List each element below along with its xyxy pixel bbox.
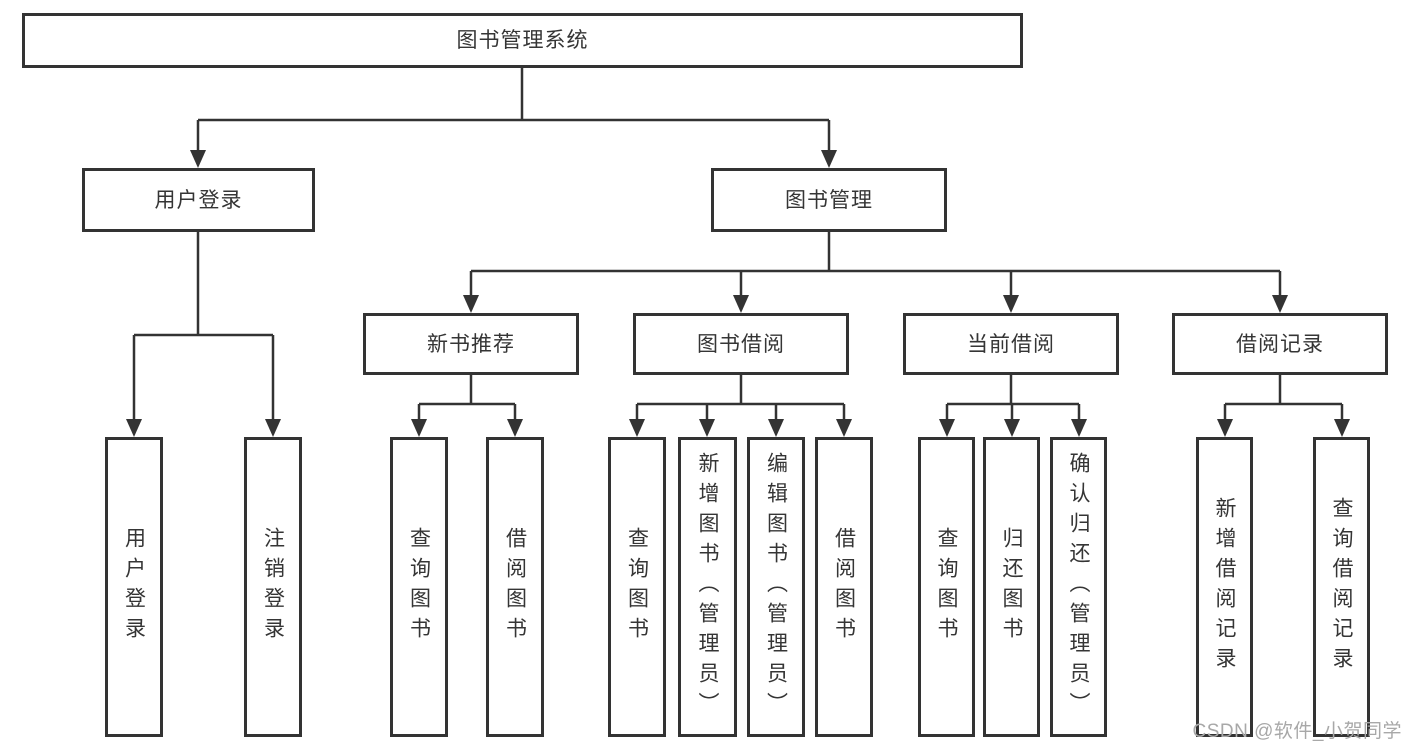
- arrowhead: [265, 419, 281, 437]
- node-label: 借阅图书: [503, 527, 527, 647]
- arrowhead: [836, 419, 852, 437]
- node-label: 借阅记录: [1236, 332, 1324, 356]
- connector-management-to-level3: [469, 232, 1282, 296]
- node-label: 用户登录: [154, 188, 243, 212]
- connector-recommend-to-leaves: [417, 375, 517, 420]
- node-book-borrowing: 图书借阅: [633, 313, 849, 375]
- connector-current-to-leaves: [945, 375, 1081, 420]
- arrowhead: [190, 150, 206, 168]
- node-borrowing-records: 借阅记录: [1172, 313, 1388, 375]
- node-label: 新增图书（管理员）: [696, 452, 719, 722]
- node-label: 查询图书: [935, 527, 958, 647]
- arrowhead: [1003, 295, 1019, 313]
- arrowhead: [733, 295, 749, 313]
- arrowhead: [126, 419, 142, 437]
- node-label: 新书推荐: [427, 332, 515, 356]
- node-label: 归还图书: [1000, 527, 1023, 647]
- arrowhead: [1071, 419, 1087, 437]
- leaf-return-books: 归还图书: [983, 437, 1040, 737]
- leaf-query-borrow-record: 查询借阅记录: [1313, 437, 1370, 737]
- node-label: 查询图书: [407, 527, 431, 647]
- node-label: 查询图书: [625, 527, 649, 647]
- leaf-confirm-return-admin: 确认归还（管理员）: [1050, 437, 1107, 737]
- leaf-add-books-admin: 新增图书（管理员）: [678, 437, 737, 737]
- node-book-management: 图书管理: [711, 168, 947, 232]
- arrowhead: [1217, 419, 1233, 437]
- connector-records-to-leaves: [1223, 375, 1344, 420]
- leaf-add-borrow-record: 新增借阅记录: [1196, 437, 1253, 737]
- leaf-query-books-borrow: 查询图书: [608, 437, 666, 737]
- node-label: 图书管理系统: [456, 29, 589, 52]
- node-user-login: 用户登录: [82, 168, 315, 232]
- node-label: 编辑图书（管理员）: [764, 452, 788, 722]
- arrowhead: [1272, 295, 1288, 313]
- arrowhead: [411, 419, 427, 437]
- node-label: 当前借阅: [967, 332, 1055, 356]
- leaf-edit-books-admin: 编辑图书（管理员）: [747, 437, 805, 737]
- leaf-borrow-books: 借阅图书: [815, 437, 873, 737]
- node-label: 确认归还（管理员）: [1067, 452, 1090, 722]
- arrowhead: [1334, 419, 1350, 437]
- node-new-book-recommendation: 新书推荐: [363, 313, 579, 375]
- leaf-logout: 注销登录: [244, 437, 302, 737]
- node-label: 用户登录: [122, 527, 146, 647]
- arrowhead: [939, 419, 955, 437]
- node-label: 图书借阅: [697, 332, 785, 356]
- node-label: 新增借阅记录: [1213, 497, 1236, 677]
- leaf-borrow-books-recommend: 借阅图书: [486, 437, 544, 737]
- leaf-query-books-current: 查询图书: [918, 437, 975, 737]
- csdn-watermark: CSDN @软件_小贺同学: [1192, 721, 1402, 742]
- leaf-user-login: 用户登录: [105, 437, 163, 737]
- node-library-management-system: 图书管理系统: [22, 13, 1023, 68]
- arrowhead: [463, 295, 479, 313]
- arrowhead: [699, 419, 715, 437]
- arrowhead: [821, 150, 837, 168]
- connector-root-to-level2: [196, 68, 831, 151]
- node-label: 注销登录: [261, 527, 285, 647]
- arrowhead: [1004, 419, 1020, 437]
- node-current-borrowing: 当前借阅: [903, 313, 1119, 375]
- node-label: 借阅图书: [832, 527, 856, 647]
- node-label: 查询借阅记录: [1330, 497, 1353, 677]
- arrowhead: [629, 419, 645, 437]
- arrowhead: [768, 419, 784, 437]
- leaf-query-books-recommend: 查询图书: [390, 437, 448, 737]
- node-label: 图书管理: [785, 188, 873, 212]
- connector-login-to-leaves: [132, 232, 275, 420]
- arrowhead: [507, 419, 523, 437]
- connector-borrow-to-leaves: [635, 375, 846, 420]
